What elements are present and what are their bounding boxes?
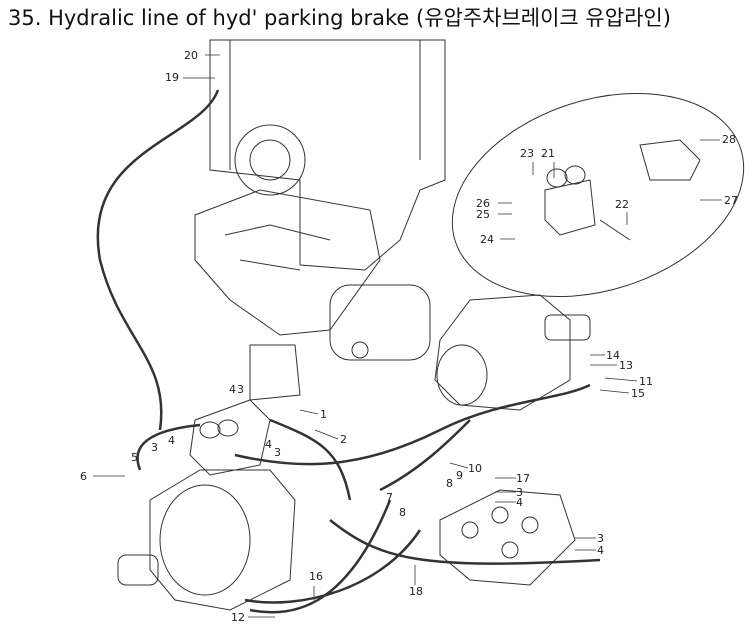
left-travel-motor [117,469,296,611]
callout-4-valve: 4 [597,544,604,557]
callout-4-top: 4 [229,383,236,396]
control-valve [439,489,576,586]
detail-inset [451,92,745,298]
callout-25: 25 [476,208,490,221]
callout-12: 12 [231,611,245,624]
callout-5: 5 [131,451,138,464]
callout-3-right: 3 [516,486,523,499]
callout-3-mid: 3 [274,446,281,459]
callout-6: 6 [80,470,87,483]
right-travel-motor [434,294,591,411]
callout-21: 21 [541,147,555,160]
callout-15: 15 [631,387,645,400]
callout-1: 1 [320,408,327,421]
leader-lines [93,54,722,618]
callout-8-upper: 8 [446,477,453,490]
callout-23: 23 [520,147,534,160]
callout-8-lower: 8 [399,506,406,519]
callout-20: 20 [184,49,198,62]
callout-3-left: 3 [151,441,158,454]
callout-19: 19 [165,71,179,84]
brake-valve-block [189,344,301,476]
callout-11: 11 [639,375,653,388]
callout-26: 26 [476,197,490,210]
callout-24: 24 [480,233,494,246]
callout-16: 16 [309,570,323,583]
callout-22: 22 [615,198,629,211]
callout-18: 18 [409,585,423,598]
callout-10: 10 [468,462,482,475]
callout-4-left: 4 [168,434,175,447]
callout-3-top: 3 [237,383,244,396]
callout-3-valve: 3 [597,532,604,545]
callout-27: 27 [724,194,738,207]
callout-17: 17 [516,472,530,485]
page-title: 35. Hydralic line of hyd' parking brake … [8,6,671,30]
callout-13: 13 [619,359,633,372]
main-pump [194,189,431,361]
callout-7: 7 [386,491,393,504]
callout-14: 14 [606,349,620,362]
callout-28: 28 [722,133,736,146]
hydraulic-hoses [96,89,601,614]
callout-9: 9 [456,469,463,482]
callout-4-right: 4 [516,496,523,509]
callout-4-mid: 4 [265,438,272,451]
callout-2: 2 [340,433,347,446]
frame-plate [209,39,446,271]
